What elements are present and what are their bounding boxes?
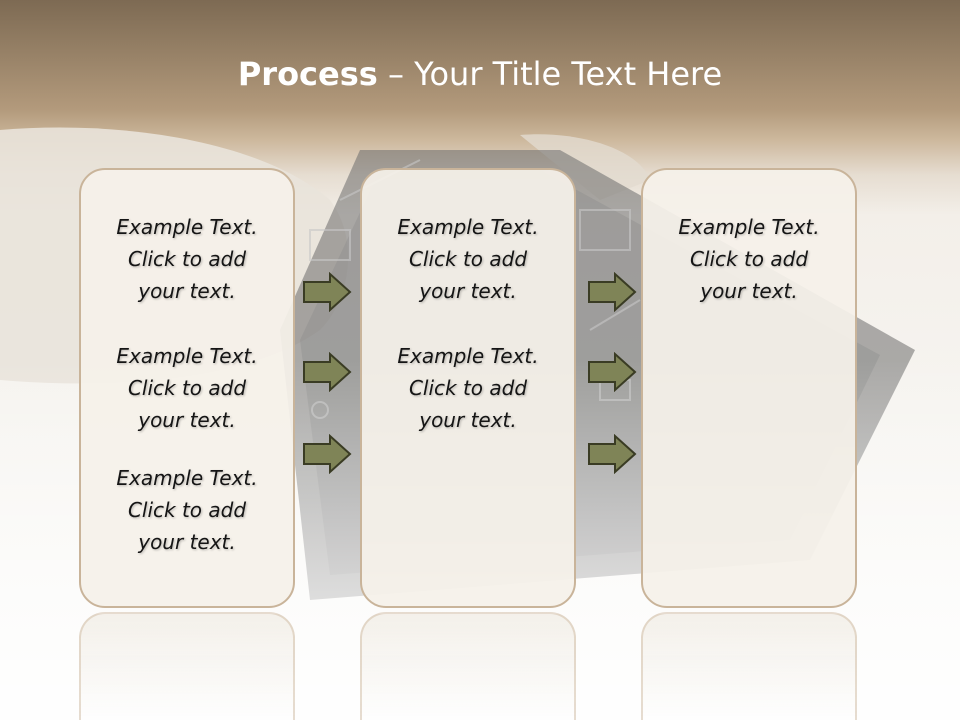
line: your text. [419,279,517,303]
line: Example Text. [397,215,539,239]
line: Click to add [127,498,247,522]
panel-1-text-3[interactable]: Example Text. Click to add your text. [81,462,293,558]
process-panel-1[interactable]: Example Text. Click to add your text. Ex… [79,168,295,608]
right-arrow-icon [588,434,637,474]
line: your text. [138,279,236,303]
right-arrow-icon [303,434,352,474]
line: Example Text. [116,344,258,368]
process-panel-2[interactable]: Example Text. Click to add your text. Ex… [360,168,576,608]
line: your text. [700,279,798,303]
line: your text. [138,530,236,554]
line: Example Text. [116,466,258,490]
line: your text. [138,408,236,432]
right-arrow-icon [588,352,637,392]
title-bold: Process [237,55,378,93]
panel-3-text-1[interactable]: Example Text. Click to add your text. [643,211,855,307]
panel-1-text-2[interactable]: Example Text. Click to add your text. [81,340,293,436]
line: Example Text. [397,344,539,368]
line: your text. [419,408,517,432]
line: Click to add [127,247,247,271]
title-rest: – Your Title Text Here [377,55,723,93]
right-arrow-icon [303,352,352,392]
line: Example Text. [678,215,820,239]
line: Click to add [408,247,528,271]
panel-2-text-1[interactable]: Example Text. Click to add your text. [362,211,574,307]
panel-2-reflection [360,612,576,720]
line: Example Text. [116,215,258,239]
line: Click to add [127,376,247,400]
panel-1-text-1[interactable]: Example Text. Click to add your text. [81,211,293,307]
right-arrow-icon [588,272,637,312]
panel-3-reflection [641,612,857,720]
panel-1-reflection [79,612,295,720]
slide-title: Process – Your Title Text Here [0,55,960,93]
line: Click to add [408,376,528,400]
line: Click to add [689,247,809,271]
right-arrow-icon [303,272,352,312]
process-panel-3[interactable]: Example Text. Click to add your text. [641,168,857,608]
panel-2-text-2[interactable]: Example Text. Click to add your text. [362,340,574,436]
